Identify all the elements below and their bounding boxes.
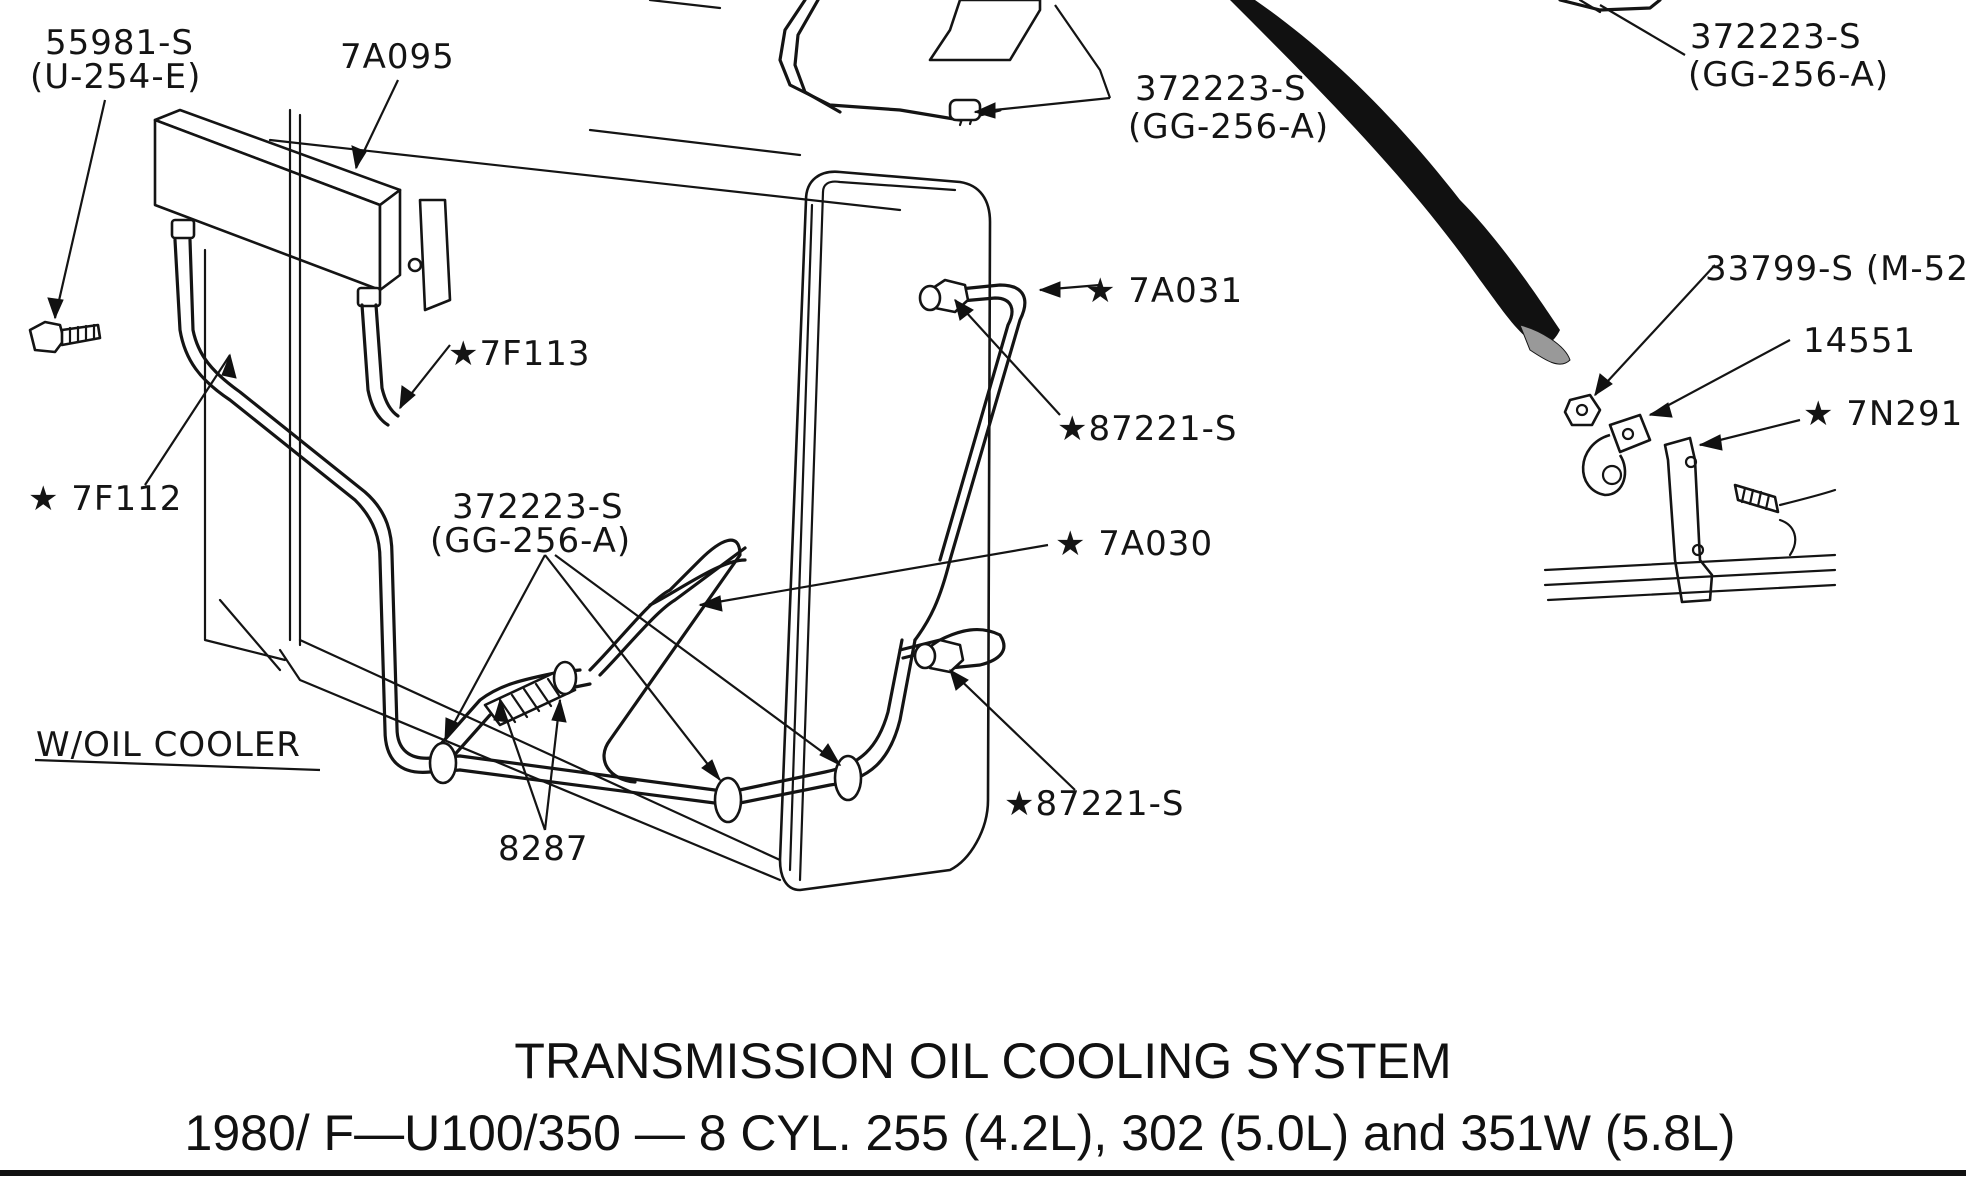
callout-7a030: ★ 7A030: [1055, 524, 1213, 564]
tube-clips: [428, 660, 863, 824]
upper-clip-assembly: [648, 0, 1042, 127]
callout-372223-right-line2: (GG-256-A): [1688, 55, 1889, 95]
callout-7a095: 7A095: [340, 37, 455, 77]
hose-end-stipple: [1519, 324, 1571, 365]
callout-372223-top-line2: (GG-256-A): [1128, 107, 1329, 147]
callout-87221-upper: ★87221-S: [1057, 409, 1238, 449]
callout-87221-lower: ★87221-S: [1004, 784, 1185, 824]
callout-7f112: ★ 7F112: [28, 479, 182, 519]
bolt: [28, 320, 102, 354]
callout-8287: 8287: [498, 829, 589, 869]
radiator-tank: [268, 128, 992, 892]
callout-14551: 14551: [1803, 321, 1916, 361]
caption-title: TRANSMISSION OIL COOLING SYSTEM: [514, 1033, 1451, 1089]
arrowheads: [47, 102, 1723, 782]
callout-55981-line1: 55981-S: [45, 23, 194, 63]
callout-7a031: ★ 7A031: [1085, 271, 1243, 311]
callout-7f113: ★7F113: [448, 334, 591, 374]
top-right-fragment: [1558, 0, 1662, 14]
fitting-lower: [913, 638, 965, 674]
callout-372223-right-line1: 372223-S: [1690, 17, 1862, 57]
callout-7n291: ★ 7N291: [1803, 394, 1963, 434]
oil-cooler: [153, 108, 452, 672]
right-hardware: [1543, 393, 1837, 604]
caption-subtitle: 1980/ F—U100/350 — 8 CYL. 255 (4.2L), 30…: [185, 1105, 1736, 1161]
callout-33799: 33799-S (M-52: [1705, 249, 1966, 289]
callout-372223-lower-line1: 372223-S: [452, 487, 624, 527]
heavy-hose: [1230, 0, 1560, 345]
callout-372223-top-line1: 372223-S: [1135, 69, 1307, 109]
callout-55981-line2: (U-254-E): [30, 57, 201, 97]
bottom-rule: [0, 1170, 1966, 1176]
callout-372223-lower-line2: (GG-256-A): [430, 521, 631, 561]
option-label-oil-cooler: W/OIL COOLER: [36, 725, 301, 765]
tube-7f112: [173, 238, 462, 774]
tube-7f113: [360, 303, 400, 427]
